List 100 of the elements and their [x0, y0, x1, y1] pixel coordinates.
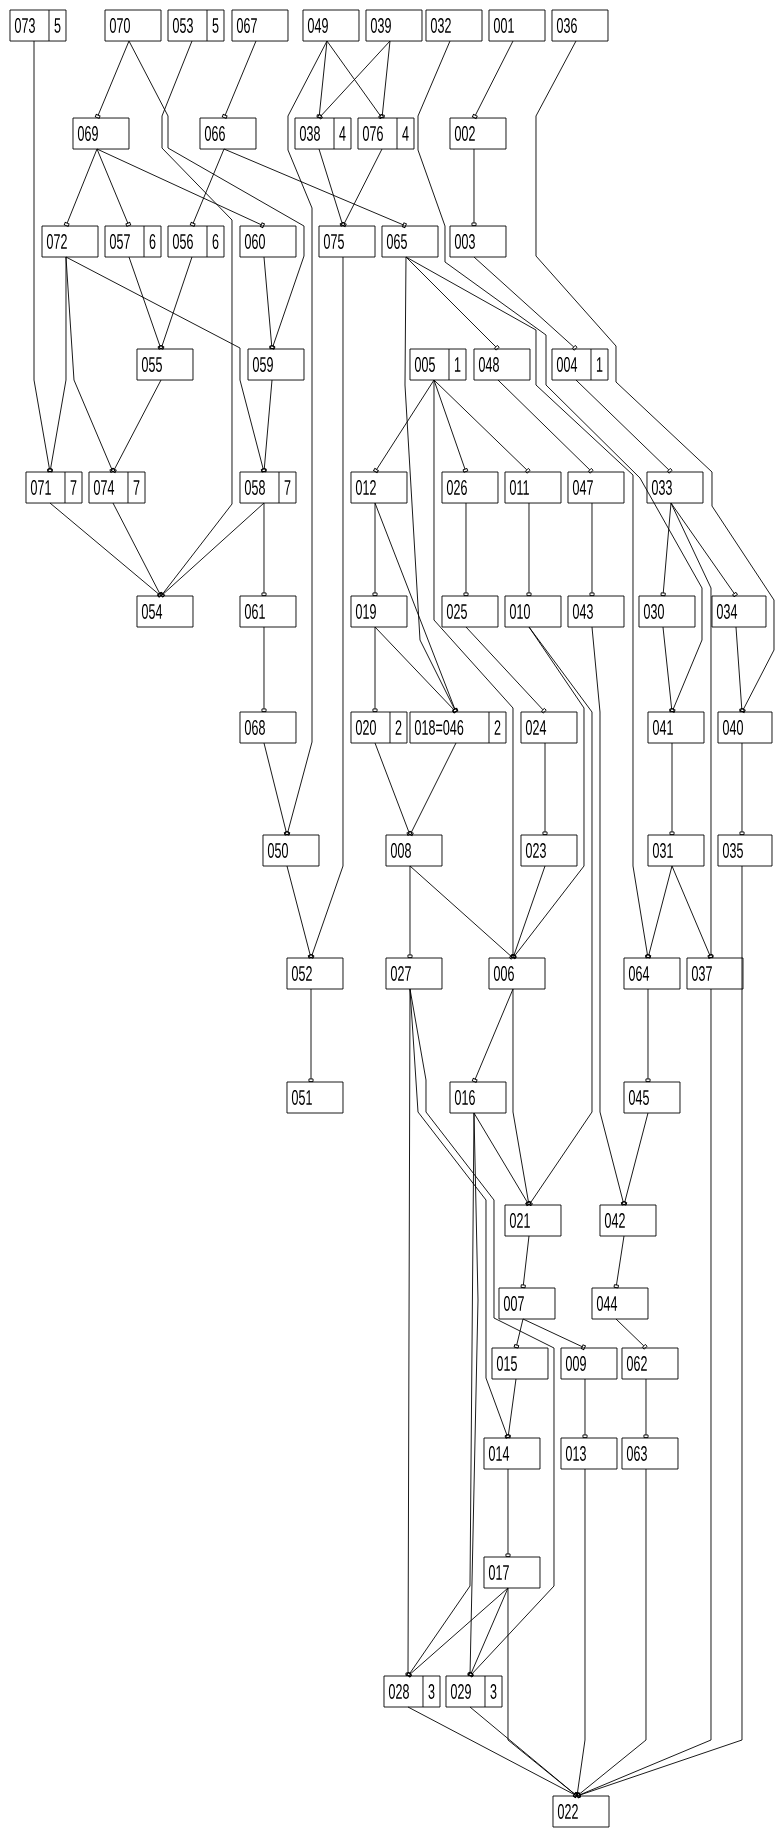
connector	[316, 40, 328, 119]
unit-box: 057 6	[104, 225, 162, 258]
unit-box: 043	[567, 595, 625, 628]
connector	[526, 502, 532, 596]
unit-box: 035	[717, 834, 773, 867]
unit-box: 050	[262, 834, 320, 867]
unit-box: 054	[136, 595, 194, 628]
connector	[574, 1468, 586, 1797]
connector	[409, 865, 515, 960]
connector	[576, 988, 712, 1799]
unit-box: 076 4	[357, 117, 415, 150]
connector	[512, 988, 532, 1206]
connector	[372, 502, 378, 596]
connector	[669, 742, 675, 835]
connector	[645, 865, 673, 959]
connector	[433, 379, 516, 958]
connector	[643, 1378, 649, 1438]
connector	[471, 40, 514, 119]
unit-box: 007	[498, 1287, 556, 1320]
connector	[318, 148, 346, 227]
connector	[33, 40, 53, 473]
unit-box: 001	[488, 9, 546, 42]
connector	[340, 148, 383, 227]
connector	[575, 379, 673, 474]
connector	[94, 40, 130, 119]
unit-box: 015	[491, 1347, 549, 1380]
connector	[159, 40, 233, 598]
unit-box: 068	[239, 711, 297, 744]
unit-box: 009	[560, 1347, 618, 1380]
unit-box: 070	[104, 9, 162, 42]
connector	[374, 626, 458, 714]
unit-box: 011	[504, 471, 562, 504]
connector	[263, 256, 275, 350]
connector	[589, 502, 595, 596]
connector	[407, 742, 457, 836]
unit-box: 064	[623, 957, 681, 990]
connector	[379, 40, 391, 119]
unit-box: 047	[567, 471, 625, 504]
connector	[613, 1235, 625, 1289]
connector	[128, 256, 164, 350]
unit-box: 028 3	[383, 1675, 441, 1708]
unit-box: 010	[504, 595, 562, 628]
unit-box: 031	[647, 834, 705, 867]
unit-box: 040	[717, 711, 773, 744]
connector	[286, 865, 314, 959]
unit-box: 003	[449, 225, 507, 258]
unit-box: 074 7	[88, 471, 146, 504]
connector	[497, 379, 594, 474]
unit-box: 044	[591, 1287, 649, 1320]
connector	[373, 379, 435, 474]
connector	[221, 40, 257, 119]
connector	[261, 502, 267, 596]
unit-box: 052	[286, 957, 344, 990]
connector	[406, 1587, 509, 1678]
unit-box: 062	[621, 1347, 679, 1380]
connector	[158, 256, 193, 350]
unit-box: 004 1	[551, 348, 609, 381]
unit-box: 066	[199, 117, 257, 150]
unit-box: 037	[686, 957, 744, 990]
connector	[505, 1468, 511, 1557]
unit-box: 019	[350, 595, 408, 628]
unit-box: 060	[239, 225, 297, 258]
connector	[575, 1468, 647, 1798]
connector	[284, 40, 328, 836]
connector	[326, 40, 384, 120]
unit-box: 033	[646, 471, 704, 504]
connector	[662, 626, 675, 713]
unit-box: 063	[621, 1437, 679, 1470]
unit-box: 056 6	[167, 225, 225, 258]
connector	[471, 148, 477, 226]
connector	[591, 626, 627, 1206]
unit-box: 055	[136, 348, 194, 381]
unit-box: 048	[473, 348, 531, 381]
connector	[621, 1112, 649, 1206]
connector	[223, 148, 407, 229]
connector	[159, 502, 265, 598]
connector	[372, 626, 378, 713]
unit-box: 051	[286, 1081, 344, 1114]
unit-box: 016	[449, 1081, 507, 1114]
unit-box: 049	[302, 9, 360, 42]
connector	[407, 865, 413, 958]
connector	[261, 626, 267, 713]
unit-box: 034	[711, 595, 767, 628]
connector	[317, 40, 391, 120]
connector	[510, 865, 546, 959]
connector	[96, 148, 132, 227]
connector	[65, 256, 267, 473]
connector	[469, 1706, 579, 1798]
unit-box: 027	[385, 957, 443, 990]
unit-box: 005 1	[409, 348, 467, 381]
connector	[467, 1587, 509, 1677]
connector	[374, 742, 413, 836]
unit-box: 073 5	[9, 9, 67, 42]
connector	[261, 379, 273, 473]
unit-box: 006	[488, 957, 546, 990]
unit-box: 071 7	[25, 471, 83, 504]
connector	[670, 502, 738, 598]
connector	[374, 502, 459, 713]
unit-box: 038 4	[294, 117, 352, 150]
connector	[739, 742, 745, 835]
